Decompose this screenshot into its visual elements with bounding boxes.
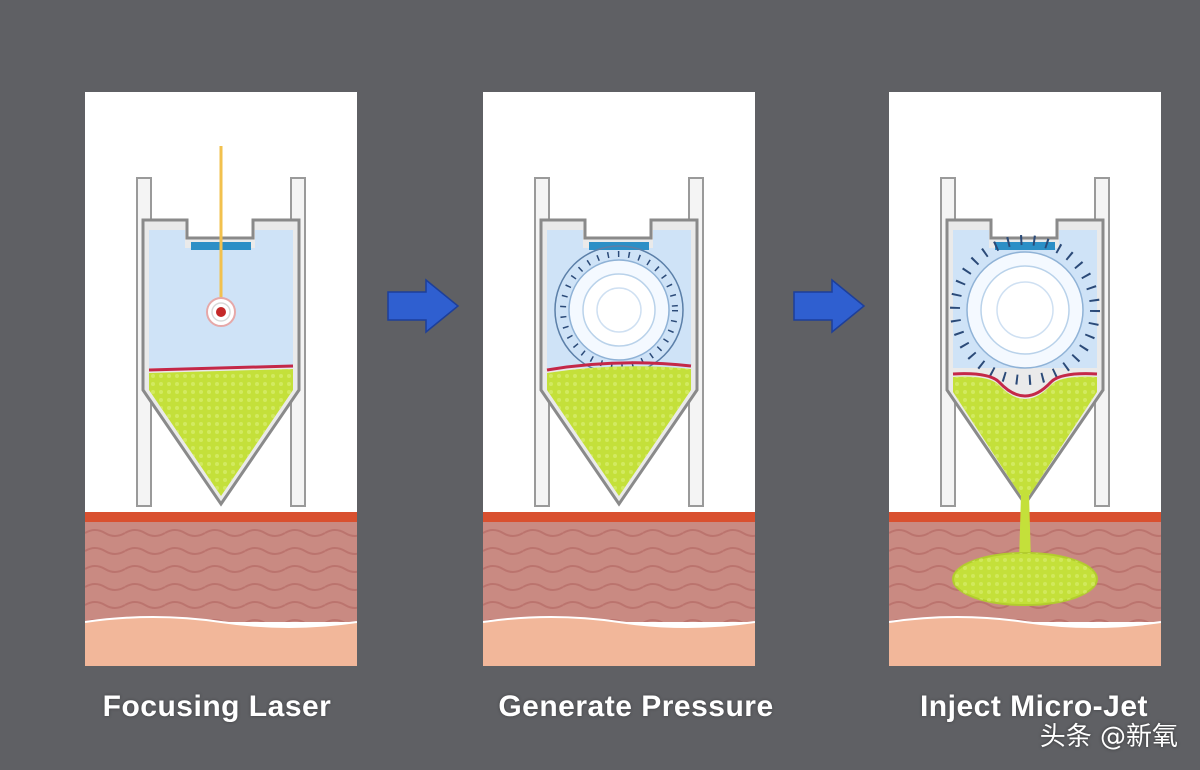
skin-surface	[483, 512, 755, 522]
step-panel-inject-micro-jet	[889, 92, 1161, 666]
step-panel-focusing-laser	[85, 92, 357, 666]
injector-diagram-2	[483, 177, 755, 666]
next-step-arrow	[387, 278, 460, 334]
expanding-vapor-bubble	[950, 235, 1100, 385]
injector-diagram-1	[85, 146, 357, 666]
step-caption-focusing-laser: Focusing Laser	[102, 690, 332, 723]
injector-diagram-3	[889, 177, 1161, 666]
vapor-bubble	[554, 245, 684, 375]
micro-jet-stream	[1019, 494, 1031, 562]
laser-focus-point	[216, 307, 226, 317]
watermark: 头条 @新氧	[1039, 722, 1178, 752]
optical-window	[995, 242, 1055, 250]
elastic-membrane	[148, 364, 294, 372]
subcutaneous-layer	[483, 617, 755, 666]
step-caption-generate-pressure: Generate Pressure	[498, 690, 774, 723]
step-caption-inject-micro-jet: Inject Micro-Jet	[919, 690, 1149, 723]
elastic-membrane	[546, 361, 692, 372]
subcutaneous-layer	[889, 617, 1161, 666]
step-panel-generate-pressure	[483, 92, 755, 666]
skin-surface	[85, 512, 357, 522]
next-step-arrow	[793, 278, 866, 334]
subcutaneous-layer	[85, 617, 357, 666]
deformed-membrane	[952, 372, 1098, 398]
